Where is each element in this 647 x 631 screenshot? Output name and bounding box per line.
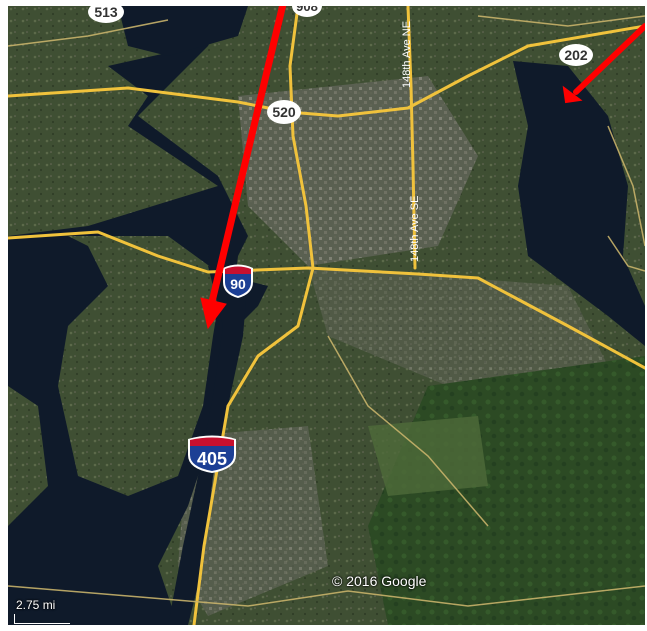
road-lakemont	[607, 125, 645, 247]
state-513-shield: 513	[88, 6, 124, 23]
road-148th	[406, 6, 417, 270]
state-520-shield: 520	[267, 100, 301, 124]
label-148th-se: 148th Ave SE	[409, 196, 421, 262]
interstate-405-shield: 405	[188, 435, 236, 473]
roads-minor	[8, 15, 645, 607]
road-east-loop	[607, 235, 645, 272]
road-520	[8, 24, 645, 118]
map-copyright: © 2016 Google	[332, 573, 427, 589]
road-i90	[8, 230, 645, 370]
road-renton	[8, 585, 645, 607]
svg-text:520: 520	[272, 104, 296, 120]
urban-bellevue	[238, 76, 478, 266]
union-bay	[118, 6, 248, 56]
state-202-shield: 202	[559, 44, 593, 66]
road-north	[8, 19, 169, 47]
roads-major	[8, 6, 645, 625]
svg-text:513: 513	[94, 6, 118, 20]
svg-text:908: 908	[296, 6, 318, 14]
mercer-island	[58, 236, 223, 496]
state-top-partial-shield: 908	[292, 6, 322, 17]
label-148th-ne: 148th Ave NE	[401, 21, 413, 88]
urban-east	[308, 266, 608, 386]
arrow-east	[562, 23, 645, 104]
svg-text:90: 90	[230, 276, 246, 292]
scale-label: 2.75 mi	[16, 598, 56, 612]
map-view[interactable]: 148th Ave NE 148th Ave SE 90 405 520 202	[8, 6, 645, 625]
scale-bar	[14, 614, 70, 624]
satellite-map: 148th Ave NE 148th Ave SE 90 405 520 202	[8, 6, 645, 625]
road-newcastle	[327, 335, 489, 527]
road-top-right	[477, 15, 645, 27]
lake-sammamish	[513, 61, 645, 346]
interstate-90-shield: 90	[223, 264, 253, 298]
svg-text:202: 202	[564, 47, 588, 63]
arrow-west	[200, 6, 287, 330]
svg-text:405: 405	[197, 449, 227, 469]
